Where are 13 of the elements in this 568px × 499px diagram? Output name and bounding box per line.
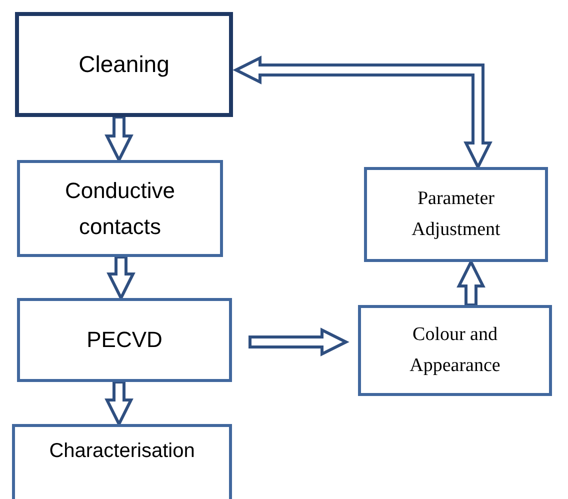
process-box [364,167,548,262]
block-arrow [248,328,350,356]
process-box [12,424,232,499]
process-box [15,12,233,117]
box-label: Colour and Appearance [408,323,502,378]
process-box [358,305,552,396]
box-label: PECVD [86,326,162,354]
box-label: Cleaning [78,50,170,80]
box-label: Characterisation [49,439,195,464]
process-box [17,160,223,257]
box-label: Conductive contacts [64,177,176,240]
box-label: Parameter Adjustment [410,187,502,242]
process-box [17,298,232,382]
